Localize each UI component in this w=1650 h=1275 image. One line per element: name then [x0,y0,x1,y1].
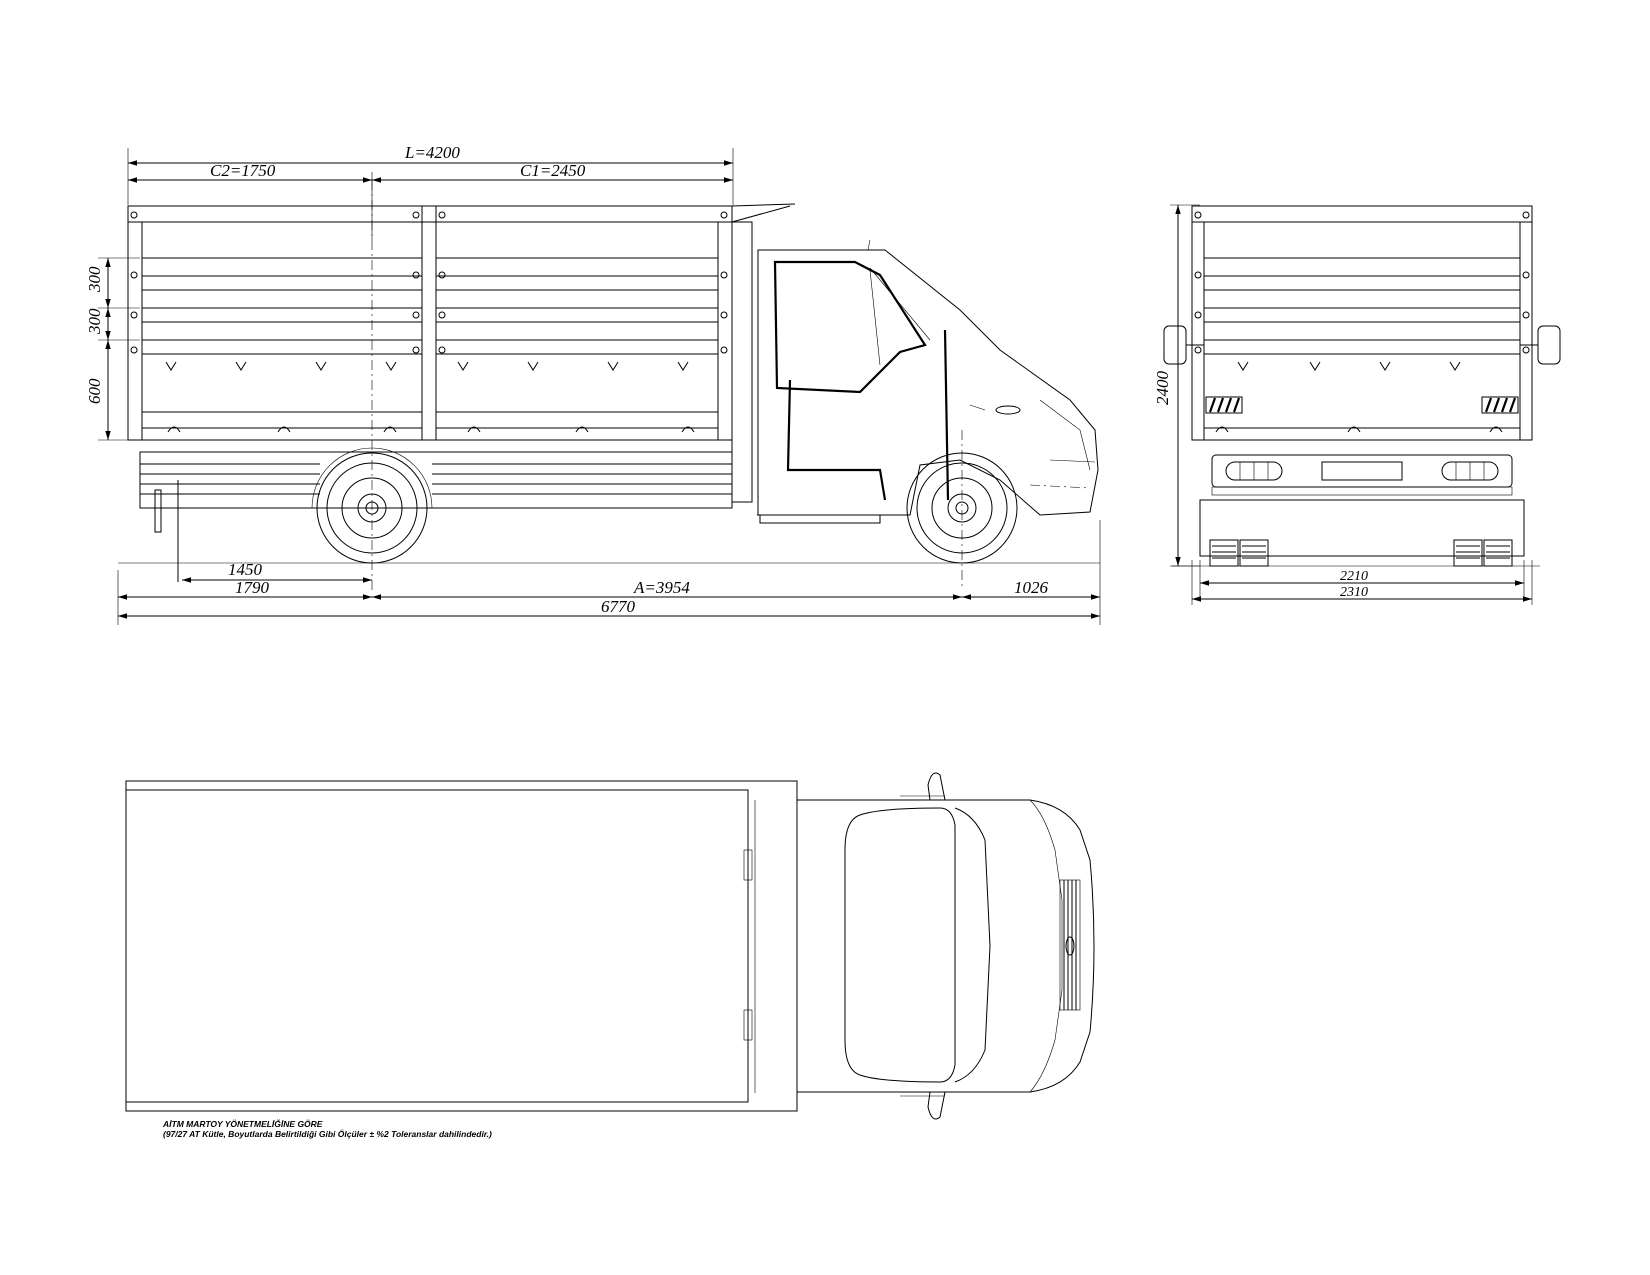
chassis-side [139,451,733,582]
front-wheel [906,452,1018,564]
dim-6770: 6770 [601,597,636,616]
rear-view: 2400 2210 2310 [1153,204,1561,605]
dim-2210: 2210 [1340,569,1368,584]
dim-2400: 2400 [1153,371,1172,406]
dim-600: 600 [85,378,104,404]
dim-1790: 1790 [235,578,270,597]
dim-L: L=4200 [404,143,460,162]
cargo-body-side [127,203,796,503]
dim-1450: 1450 [228,560,263,579]
top-view [125,772,1095,1120]
regulation-note: AİTM MARTOY YÖNETMELİĞİNE GÖRE [162,1118,323,1129]
dim-1026: 1026 [1014,578,1049,597]
dim-C1: C1=2450 [520,161,586,180]
tolerance-note: (97/27 AT Kütle, Boyutlarda Belirtildiği… [163,1129,492,1139]
dim-300-mid: 300 [85,308,104,335]
dim-2310: 2310 [1340,585,1368,600]
cab-side [757,239,1099,524]
dim-A: A=3954 [633,578,690,597]
side-view: L=4200 C2=1750 C1=2450 300 300 600 1450 … [85,143,1101,625]
dim-300-top: 300 [85,266,104,293]
side-dimensions [98,148,1101,625]
dim-C2: C2=1750 [210,161,276,180]
